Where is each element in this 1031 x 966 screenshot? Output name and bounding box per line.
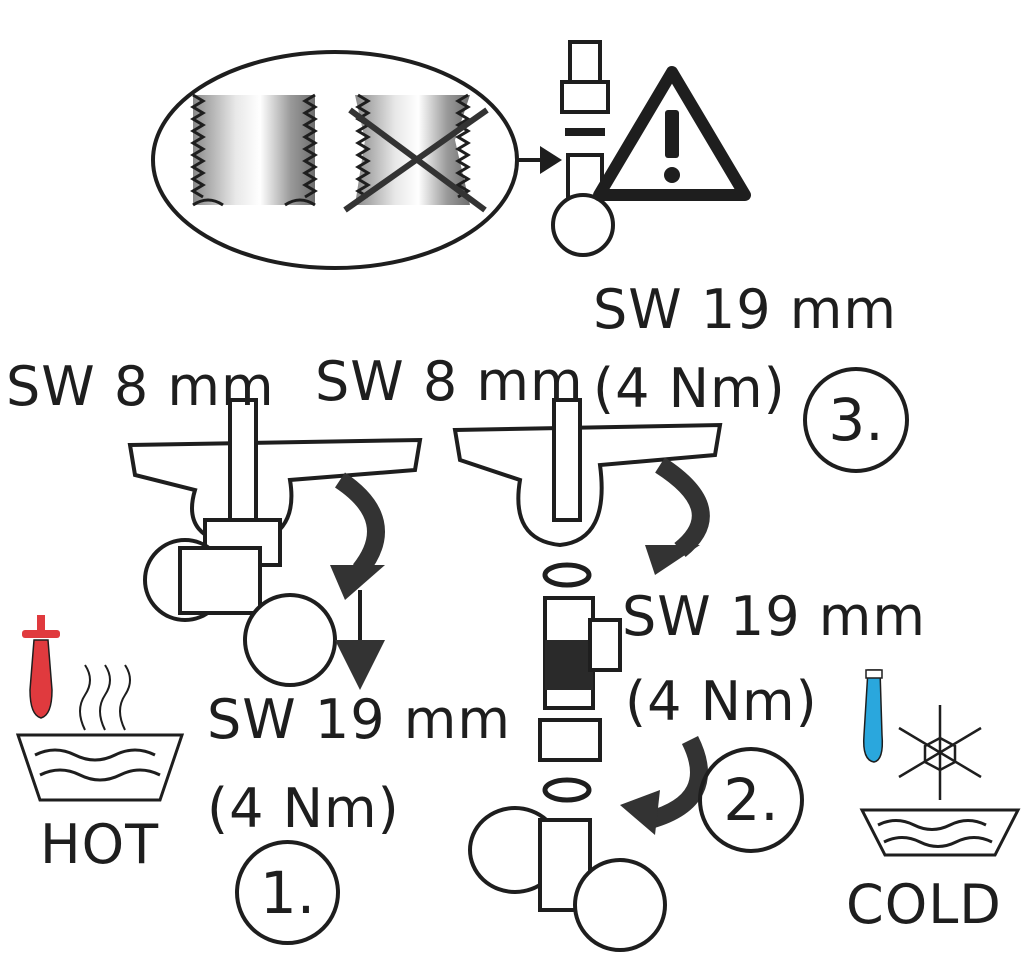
thermometer-hot-icon xyxy=(22,615,60,719)
wrong-thread-pipe xyxy=(343,93,489,213)
left-wrench-valve-graphic xyxy=(127,398,423,690)
label-sw8-left: SW 8 mm xyxy=(6,355,275,418)
step-3-badge: 3. xyxy=(803,367,909,473)
hot-water-basin-icon xyxy=(15,664,185,802)
label-sw19-mid: SW 19 mm xyxy=(622,585,926,648)
label-nm-bottom: (4 Nm) xyxy=(207,777,400,840)
label-sw19-bottom: SW 19 mm xyxy=(207,688,511,751)
label-nm-top: (4 Nm) xyxy=(593,357,786,420)
top-valve-graphic xyxy=(551,40,615,257)
thread-detail-callout xyxy=(151,50,562,270)
label-nm-mid: (4 Nm) xyxy=(625,670,818,733)
label-hot: HOT xyxy=(40,813,160,876)
label-cold: COLD xyxy=(846,873,1002,936)
snowflake-icon xyxy=(898,705,982,800)
thermometer-cold-icon xyxy=(862,669,884,763)
right-wrench-tee-graphic xyxy=(452,398,723,952)
label-sw19-top: SW 19 mm xyxy=(593,278,897,341)
warning-triangle-icon xyxy=(593,66,751,201)
correct-thread-pipe xyxy=(190,93,318,207)
label-sw8-right: SW 8 mm xyxy=(315,350,584,413)
cold-water-basin-icon xyxy=(859,808,1021,857)
step-1-badge: 1. xyxy=(235,840,340,945)
step-2-badge: 2. xyxy=(698,747,804,853)
